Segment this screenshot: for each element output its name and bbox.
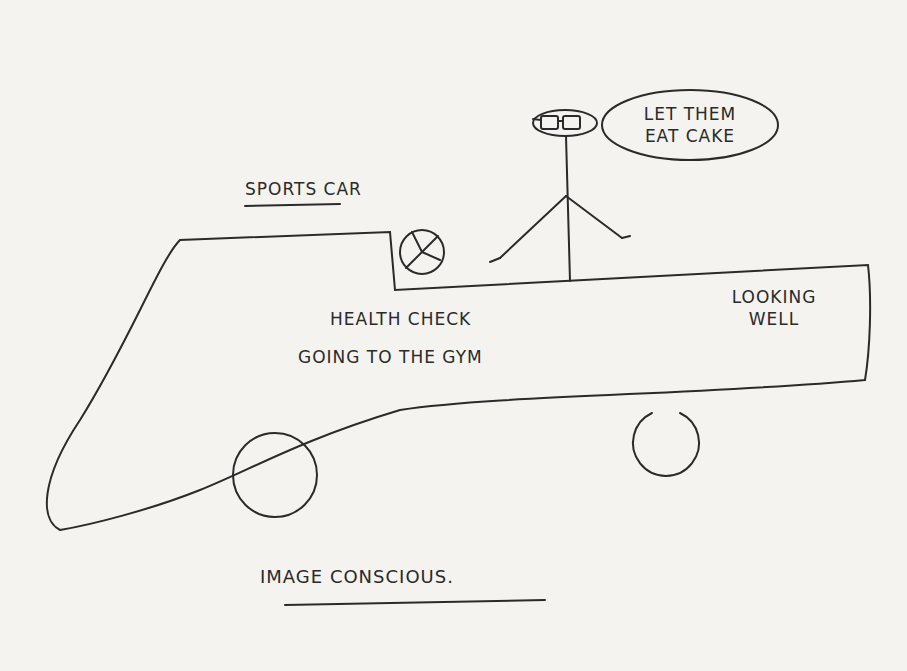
sunglasses: [563, 116, 580, 129]
bubble-outline: [600, 88, 780, 162]
title-underline: [245, 204, 340, 206]
wheel: [633, 413, 699, 476]
steering-wheel: [400, 230, 444, 274]
wheel: [233, 433, 317, 517]
figure-body: [566, 136, 570, 281]
car-note: HEALTH CHECK: [330, 308, 471, 330]
speech-text: LET THEM EAT CAKE: [635, 103, 745, 147]
caption-underline: [285, 600, 545, 605]
figure-head: [533, 110, 597, 136]
car-note: GOING TO THE GYM: [298, 346, 483, 368]
sunglasses: [541, 116, 558, 129]
car-body: [47, 232, 870, 530]
car-note: LOOKING WELL: [715, 286, 833, 330]
figure-arm: [566, 196, 622, 238]
figure-arm: [500, 196, 566, 258]
car-label: SPORTS CAR: [245, 178, 362, 200]
speech-bubble: LET THEM EAT CAKE: [600, 88, 780, 162]
car-outline: SPORTS CAR HEALTH CHECK GOING TO THE GYM LO…: [40, 170, 880, 550]
caption: IMAGE CONSCIOUS.: [260, 566, 454, 587]
